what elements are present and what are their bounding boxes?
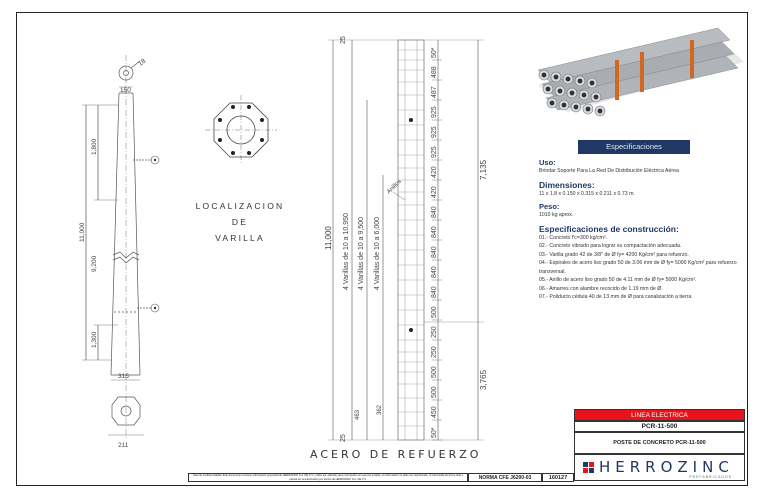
spacing-label: 488 xyxy=(431,66,438,78)
spec-item: 01.- Concreto f'c=300 kg/cm². xyxy=(539,234,608,241)
bottom-width-label: 211 xyxy=(118,442,129,449)
brand-name: HERROZINC xyxy=(599,458,734,476)
dim-text: 11 x 1.8 x 0.150 x 0.315 x 0.211 x 0.73 … xyxy=(539,190,635,197)
uso-text: Brindar Soporte Para La Red De Distribuc… xyxy=(539,168,679,174)
spacing-label: 487 xyxy=(431,86,438,98)
spacing-label: 840 xyxy=(431,226,438,238)
rebar-elevation xyxy=(328,39,484,441)
hole-dim-label: 18 xyxy=(137,58,147,68)
acero-title: ACERO DE REFUERZO xyxy=(310,448,482,461)
spacing-label: 840 xyxy=(431,266,438,278)
spec-item: 05.- Anillo de acero liso grado 50 de 4.… xyxy=(539,277,697,283)
dim-title: Dimensiones: xyxy=(539,179,595,190)
uso-title: Uso: xyxy=(539,158,556,167)
spacing-label: 925 xyxy=(431,146,438,158)
bar-group-3: 4 Varillas de 10 a 6,000 xyxy=(374,217,381,290)
low-dim-2: 362 xyxy=(377,404,383,415)
spec-item: 04.- Espirales de acero liso grado 50 de… xyxy=(539,260,737,275)
spacing-label: 840 xyxy=(431,286,438,298)
const-title: Especificaciones de construcción: xyxy=(539,223,679,234)
spacing-label: 500 xyxy=(431,306,438,318)
peso-title: Peso: xyxy=(539,202,560,211)
spec-banner: Especificaciones xyxy=(578,140,690,154)
spacing-label: 500 xyxy=(431,366,438,378)
spacing-label: 500 xyxy=(431,386,438,398)
bar-group-1: 4 Varillas de 10 a 10,950 xyxy=(343,213,350,290)
spacing-label: 420 xyxy=(431,166,438,178)
seg-top-label: 1,800 xyxy=(91,138,98,155)
spacing-label: 50* xyxy=(431,427,438,438)
base-width-label: 315 xyxy=(118,373,129,380)
rebar-total-length: 11,000 xyxy=(324,226,333,250)
spacing-label: 840 xyxy=(431,206,438,218)
brand-sub: PREFABRICADOS xyxy=(689,475,732,479)
code-cell: PCR-11-500 xyxy=(574,421,745,432)
seg-mid-label: 9,200 xyxy=(91,255,98,272)
loc-line-1: LOCALIZACION xyxy=(195,201,285,211)
brand-logo: HERROZINC PREFABRICADOS xyxy=(574,454,745,481)
loc-line-3: VARILLA xyxy=(215,233,265,243)
spacing-label: 250 xyxy=(431,346,438,358)
spacing-label: 450 xyxy=(431,406,438,418)
confidentiality-note: Nota de confidencialidad: Este documento… xyxy=(188,473,468,482)
cross-section xyxy=(205,95,277,165)
right-dim-lower: 3,765 xyxy=(479,369,488,390)
spec-item: 02.- Concreto vibrado para lograr su com… xyxy=(539,243,682,249)
peso-text: 1010 kg aprox. xyxy=(539,212,574,218)
spec-items: 01.- Concreto f'c=300 kg/cm². 02.- Concr… xyxy=(539,234,739,302)
localizacion-label: LOCALIZACION DE VARILLA xyxy=(185,198,295,246)
norma-cell: NORMA CFE J6200-03 xyxy=(468,473,542,482)
spacing-label: 925 xyxy=(431,106,438,118)
spacing-label: 925 xyxy=(431,126,438,138)
drawing-number-cell: 160127 xyxy=(542,473,574,482)
spec-item: 03.- Varilla grado 42 de 3/8" de Ø fy= 4… xyxy=(539,251,689,258)
bar-group-2: 4 Varillas de 10 a 9,500 xyxy=(358,217,365,290)
loc-line-2: DE xyxy=(231,217,249,227)
spacing-label: 250 xyxy=(431,326,438,338)
top-width-label: 150 xyxy=(120,87,131,94)
brand-logo-icon xyxy=(583,462,594,473)
category-cell: LINEA ELECTRICA xyxy=(574,409,745,421)
name-cell: POSTE DE CONCRETO PCR-11-500 xyxy=(574,432,745,454)
spacing-label: 840 xyxy=(431,246,438,258)
total-length-label: 11,000 xyxy=(79,222,86,242)
seg-bottom-label: 1,300 xyxy=(91,331,98,348)
pole-elevation xyxy=(82,55,152,440)
top-offset-label: 25 xyxy=(340,36,347,44)
right-dim-upper: 7,135 xyxy=(479,159,488,180)
bottom-offset-label: 25 xyxy=(340,434,347,442)
spacing-label: 420 xyxy=(431,186,438,198)
product-render-image xyxy=(537,27,744,117)
spec-item: 07.- Poliducto cédula 40 de 13 mm de Ø p… xyxy=(539,294,693,300)
spacing-label: 50* xyxy=(431,47,438,58)
specifications-panel: Especificaciones Uso: Brindar Soporte Pa… xyxy=(539,140,739,302)
spec-item: 06.- Amarres con alambre recocido de 1.1… xyxy=(539,285,663,292)
low-dim-1: 463 xyxy=(355,409,361,420)
